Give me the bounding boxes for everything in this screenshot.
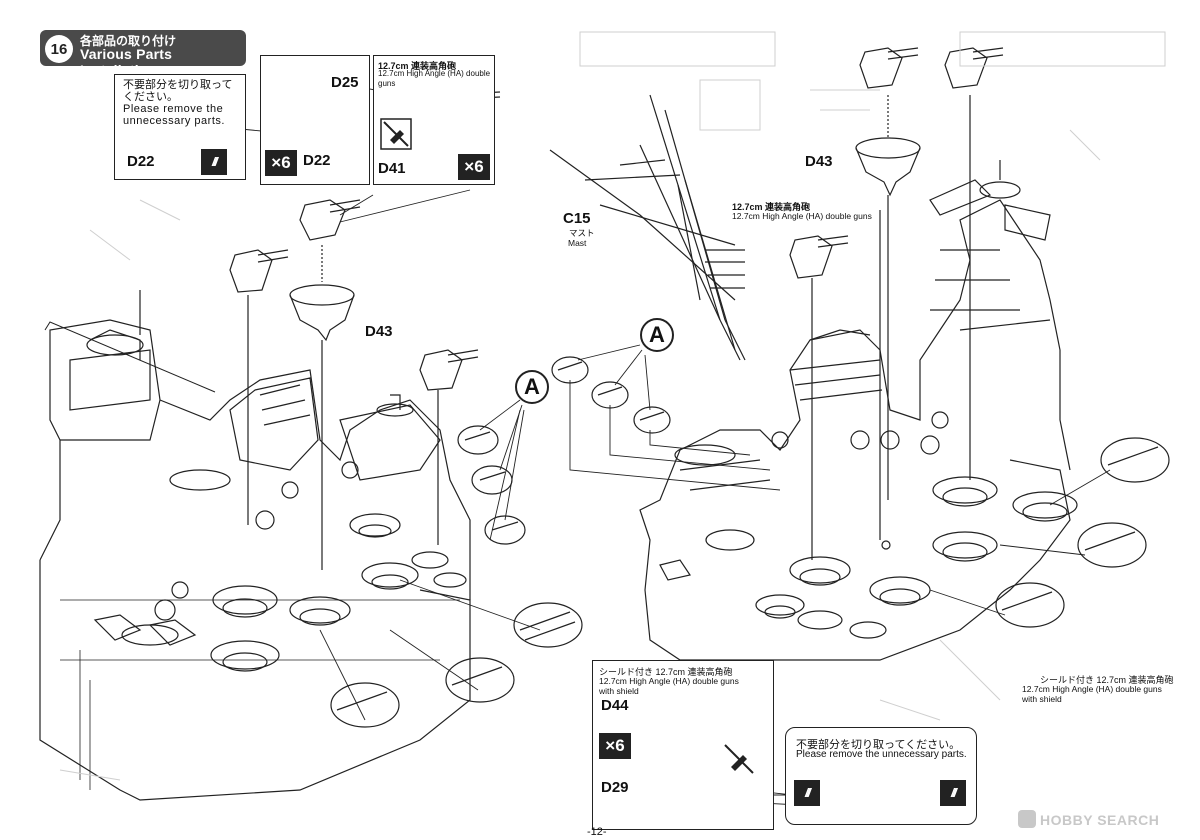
watermark: HOBBY SEARCH [1040,812,1160,828]
part-box-ha-gun: 12.7cm 連装高角砲 12.7cm High Angle (HA) doub… [373,55,495,185]
remove-note-en: Please remove the unnecessary parts. [796,749,967,760]
left-ship-hull [39,290,471,801]
shield-caption-jp-right: シールド付き 12.7cm 連装高角砲 [1040,675,1174,685]
note-en-line2: unnecessary parts. [123,115,225,127]
shield-caption-jp: シールド付き 12.7cm 連装高角砲 [599,667,733,677]
part-label-d44: D44 [601,697,629,714]
part-label-d22-b: D22 [303,152,331,169]
step-number: 16 [45,35,73,63]
shield-caption-en-right-1: 12.7cm High Angle (HA) double guns [1022,684,1162,694]
ha-caption-jp-right: 12.7cm 連装高角砲 [732,202,811,212]
part-label-d43-left: D43 [365,323,393,340]
right-ha-guns [789,47,1004,560]
part-label-c15: C15 [563,210,591,227]
right-ship-hull [639,160,1078,661]
callout-a-right: A [640,318,674,352]
note-en-line1: Please remove the [123,103,224,115]
part-label-d41: D41 [378,160,406,177]
bleed-through-ghost [59,31,1166,781]
cut-icon: /// [794,780,820,806]
step-title-jp: 各部品の取り付け [80,34,177,48]
quantity-badge: ×6 [599,733,631,759]
no-glue-icon [721,741,757,777]
cut-icon: /// [201,149,227,175]
part-box-d25-d22: D25 ×6 D22 [260,55,370,185]
note-jp-line2: ください。 [123,91,178,103]
left-ha-guns [229,199,479,570]
note-box-remove-parts: 不要部分を切り取って ください。 Please remove the unnec… [114,74,246,180]
part-label-d22: D22 [127,153,155,170]
left-loose-gun-mounts [121,425,583,728]
note-jp-line1: 不要部分を切り取って [123,79,233,91]
cut-icon: /// [940,780,966,806]
part-label-d43-right: D43 [805,153,833,170]
quantity-badge: ×6 [265,150,297,176]
remove-note-jp: 不要部分を切り取ってください。 [796,739,961,751]
brand-logo-icon [1018,810,1036,828]
page-number: -12- [587,826,607,838]
callout-a-left: A [515,370,549,404]
ha-caption-en: 12.7cm High Angle (HA) double guns [378,69,491,88]
mast-label-jp: マスト [569,228,595,238]
no-glue-icon [380,118,412,150]
note-box-remove-parts-bottom: 不要部分を切り取ってください。 Please remove the unnece… [785,727,977,825]
shield-caption-en-right-2: with shield [1022,694,1062,704]
quantity-badge: ×6 [458,154,490,180]
ha-caption-en-right: 12.7cm High Angle (HA) double guns [732,211,872,221]
shield-caption-en-1: 12.7cm High Angle (HA) double guns [599,676,739,686]
step-title-en: Various Parts Installation [80,46,173,78]
shield-caption-en-2: with shield [599,686,639,696]
mast-c15 [549,94,746,361]
right-loose-gun-mounts [551,356,1170,628]
part-label-d25: D25 [331,74,359,91]
part-box-shield-gun: シールド付き 12.7cm 連装高角砲 12.7cm High Angle (H… [592,660,774,830]
step-header: 16 各部品の取り付け Various Parts Installation [40,30,246,78]
callout-a-right-lines [569,344,781,491]
ha-caption-jp: 12.7cm 連装高角砲 [378,61,457,71]
part-label-d29: D29 [601,779,629,796]
mast-label-en: Mast [568,238,587,248]
